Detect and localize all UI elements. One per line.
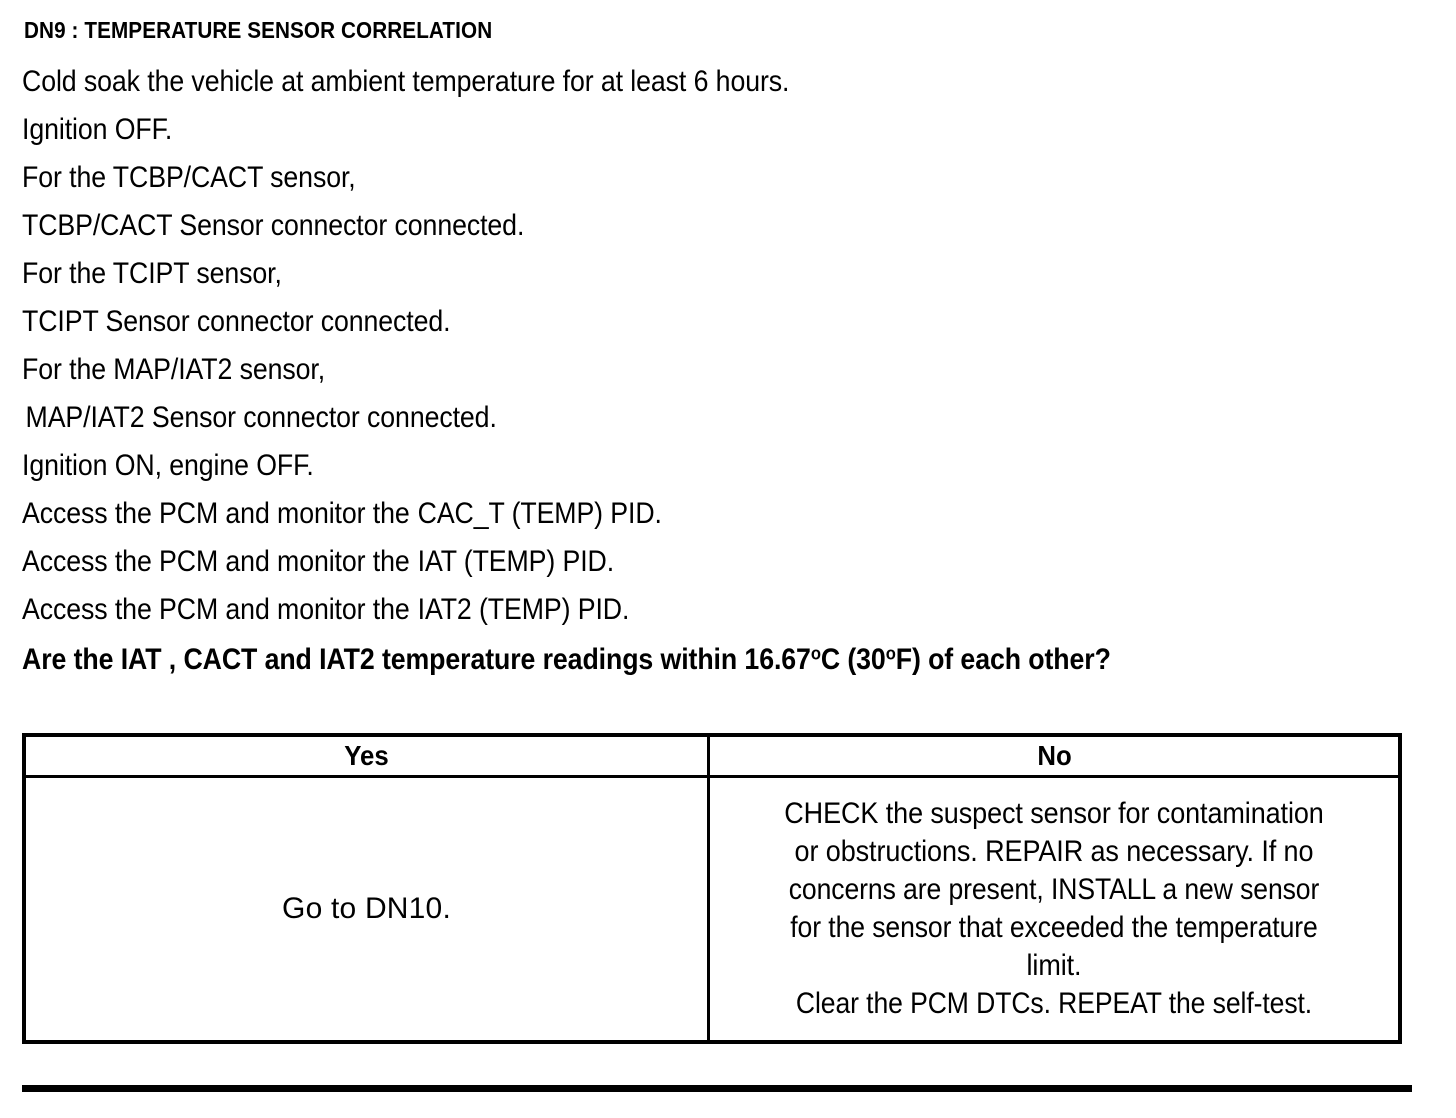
no-action-line: for the sensor that exceeded the tempera… — [790, 911, 1318, 944]
no-action-line: or obstructions. REPAIR as necessary. If… — [794, 835, 1314, 868]
column-header-yes: Yes — [50, 733, 683, 778]
yes-no-decision-table: Yes No Go to DN10. CHECK the suspect sen… — [22, 733, 1402, 1044]
procedure-step-list: Cold soak the vehicle at ambient tempera… — [22, 58, 1442, 684]
no-action-line: CHECK the suspect sensor for contaminati… — [784, 797, 1324, 830]
pid-step-prefix: Access the PCM and monitor the — [22, 497, 410, 530]
step-line: Ignition OFF. — [22, 113, 173, 146]
step-line: Ignition ON, engine OFF. — [22, 449, 314, 482]
yes-action-text[interactable]: Go to DN10. — [282, 892, 451, 925]
section-divider-rule — [22, 1085, 1412, 1092]
pid-step-prefix: Access the PCM and monitor the — [22, 593, 410, 626]
decision-question: Are the IAT , CACT and IAT2 temperature … — [22, 636, 1286, 684]
table-row: Go to DN10. CHECK the suspect sensor for… — [22, 775, 1402, 1044]
degree-symbol-fahrenheit: o — [885, 642, 896, 664]
step-line: TCBP/CACT Sensor connector connected. — [22, 209, 525, 242]
step-line: For the MAP/IAT2 sensor, — [22, 353, 326, 386]
no-action-line: concerns are present, INSTALL a new sens… — [788, 873, 1320, 906]
pid-step-prefix: Access the PCM and monitor the — [22, 545, 410, 578]
pid-step-name: IAT (TEMP) PID. — [417, 545, 615, 578]
step-line: TCIPT Sensor connector connected. — [22, 305, 451, 338]
column-header-no: No — [734, 733, 1374, 778]
step-line: For the TCBP/CACT sensor, — [22, 161, 356, 194]
yes-action-cell: Go to DN10. — [22, 775, 711, 1044]
page-title: DN9 : TEMPERATURE SENSOR CORRELATION — [24, 17, 493, 43]
no-action-line: Clear the PCM DTCs. REPEAT the self-test… — [795, 987, 1313, 1020]
pid-step-name: IAT2 (TEMP) PID. — [417, 593, 630, 626]
no-action-cell: CHECK the suspect sensor for contaminati… — [707, 775, 1402, 1044]
question-text-unit-f: F) of each other? — [895, 643, 1111, 676]
step-line: Cold soak the vehicle at ambient tempera… — [22, 65, 790, 98]
pid-step-name: CAC_T (TEMP) PID. — [417, 497, 662, 530]
degree-symbol-celsius: o — [810, 642, 821, 664]
question-text-unit-c: C (30 — [820, 643, 886, 676]
step-line: MAP/IAT2 Sensor connector connected. — [25, 401, 497, 434]
question-text-part1: Are the IAT , CACT and IAT2 temperature … — [22, 643, 811, 676]
no-action-line: limit. — [1026, 949, 1082, 982]
step-line: For the TCIPT sensor, — [22, 257, 282, 290]
table-header-row: Yes No — [24, 733, 1400, 778]
